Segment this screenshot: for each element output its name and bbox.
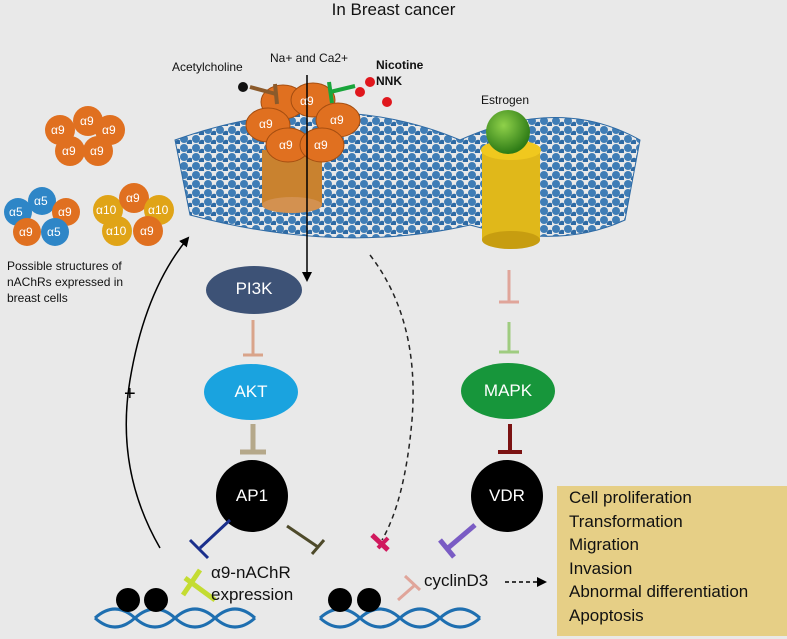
mapk-node	[461, 363, 555, 419]
a9-expression-label: α9-nAChR expression	[211, 562, 293, 606]
er-edge-1	[499, 270, 519, 304]
outcome-item: Invasion	[569, 558, 633, 578]
structures-caption-line: nAChRs expressed in	[7, 275, 124, 289]
receptor-subunit-label: α9	[259, 117, 273, 131]
pi3k-node	[206, 266, 302, 314]
nicotine-inhibition-icon	[327, 77, 392, 107]
cyclind3-label: cyclinD3	[424, 571, 489, 590]
structure-a5-heteromer	[4, 187, 80, 246]
structure-subunit-label: α9	[126, 191, 140, 205]
receptor-subunit-label: α9	[300, 94, 314, 108]
structure-subunit-label: α9	[62, 144, 76, 158]
structure-subunit-label: α10	[96, 203, 117, 217]
mapk-vdr-edge	[498, 424, 522, 454]
structure-subunit-label: α9	[90, 144, 104, 158]
ap1-node	[216, 460, 288, 532]
vdr-cyclin-edge	[438, 523, 477, 559]
outcome-item: Apoptosis	[569, 605, 644, 625]
structure-subunit-label: α10	[106, 224, 127, 238]
akt-node	[204, 364, 298, 420]
structure-subunit-label: α9	[80, 114, 94, 128]
structure-homomer	[45, 106, 125, 166]
ap1-cyclin-edge	[286, 524, 326, 555]
receptor-subunit-label: α9	[330, 113, 344, 127]
nnk-label: NNK	[376, 74, 402, 88]
structure-subunit-label: α5	[47, 225, 61, 239]
receptor-subunit-label: α9	[279, 138, 293, 152]
structures-caption: Possible structures of nAChRs expressed …	[7, 258, 123, 306]
akt-ap1-edge	[240, 424, 266, 455]
a9-expression-line: α9-nAChR	[211, 563, 291, 582]
structure-subunit-label: α10	[148, 203, 169, 217]
ap1-a9-edge	[188, 518, 232, 560]
ions-label: Na+ and Ca2+	[270, 51, 349, 65]
pi3k-label: PI3K	[235, 279, 273, 298]
page-title: In Breast cancer	[331, 0, 456, 19]
structure-subunit-label: α9	[51, 123, 65, 137]
acetylcholine-label: Acetylcholine	[172, 60, 243, 74]
structure-subunit-label: α5	[34, 194, 48, 208]
feedback-arrow	[125, 236, 190, 549]
receptor-subunits	[245, 82, 361, 163]
cyclin-edge	[397, 574, 422, 602]
outcomes-box: Cell proliferation Transformation Migrat…	[557, 486, 787, 636]
a9-expression-edge	[180, 568, 217, 603]
receptor-cyclin-edge	[369, 254, 414, 552]
acetylcholine-ligand-icon	[238, 82, 279, 105]
vdr-label: VDR	[489, 486, 525, 505]
structure-subunit-label: α9	[19, 225, 33, 239]
feedback-sign: +	[124, 383, 136, 405]
vdr-node	[471, 460, 543, 532]
dna-cyclin-icon	[318, 588, 482, 629]
dna-a9-icon	[93, 588, 257, 629]
estrogen-label: Estrogen	[481, 93, 530, 107]
structure-subunit-label: α9	[140, 224, 154, 238]
nachr-receptor	[245, 82, 361, 213]
pi3k-akt-edge	[243, 320, 263, 357]
structure-subunit-label: α5	[9, 205, 23, 219]
receptor-subunit-label: α9	[314, 138, 328, 152]
outcome-item: Transformation	[569, 511, 683, 531]
cell-membrane	[174, 112, 641, 239]
estrogen-ligand-icon	[486, 110, 530, 154]
estrogen-receptor	[481, 110, 541, 249]
nicotine-label: Nicotine	[376, 58, 424, 72]
outcome-item: Migration	[569, 535, 639, 554]
a9-expression-line: expression	[211, 585, 294, 604]
ap1-label: AP1	[235, 486, 269, 505]
outcome-item: Cell proliferation	[569, 488, 692, 507]
structure-a10-heteromer	[93, 183, 174, 246]
structure-subunit-label: α9	[102, 123, 116, 137]
structure-subunit-label: α9	[58, 205, 72, 219]
er-edge-2	[499, 322, 519, 354]
structures-caption-line: breast cells	[7, 291, 68, 305]
akt-label: AKT	[234, 382, 268, 401]
structures-caption-line: Possible structures of	[7, 259, 122, 273]
mapk-label: MAPK	[483, 381, 533, 400]
outcome-item: Abnormal differentiation	[569, 582, 749, 601]
